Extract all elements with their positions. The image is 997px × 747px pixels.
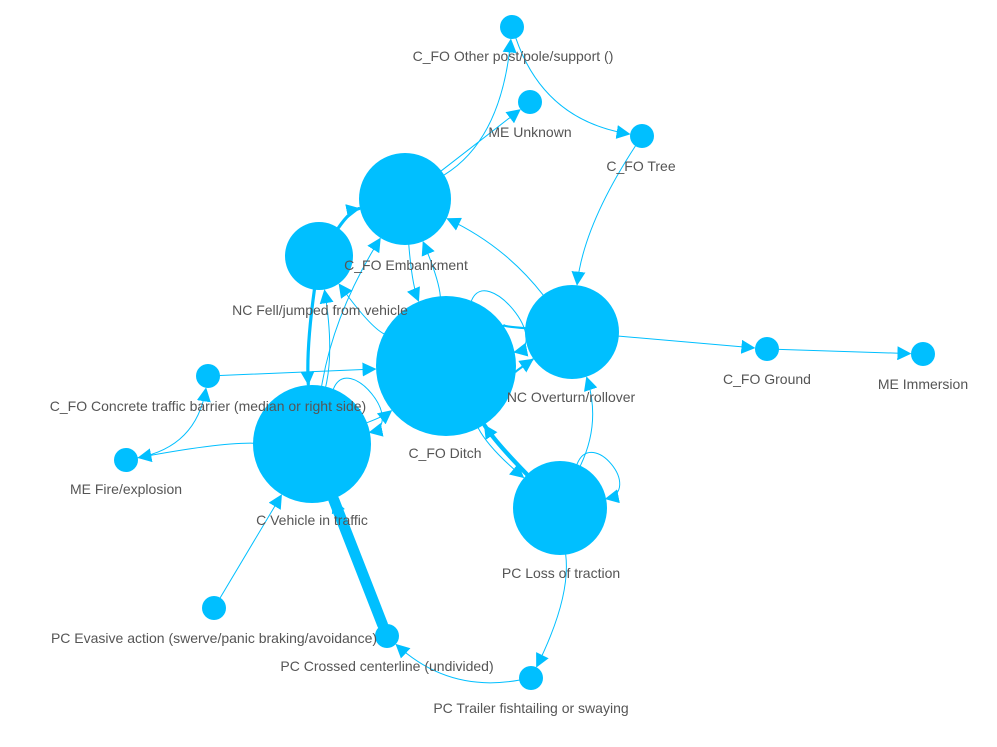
edge-overturn-to-embankment <box>446 217 544 296</box>
edge-fell-to-embankment <box>336 204 361 230</box>
edge-barrier-to-ditch <box>219 362 377 377</box>
node-label-fell: NC Fell/jumped from vehicle <box>232 302 408 318</box>
edges-layer <box>137 37 912 684</box>
node-tree[interactable] <box>630 124 654 148</box>
node-trailer[interactable] <box>519 666 543 690</box>
node-label-fire: ME Fire/explosion <box>70 481 182 497</box>
node-label-unknown: ME Unknown <box>488 124 571 140</box>
edge-fell-to-vehicle <box>300 288 316 386</box>
edge-ditch-to-overturn <box>514 358 534 373</box>
node-embankment[interactable] <box>359 153 451 245</box>
node-overturn[interactable] <box>525 285 619 379</box>
edge-embankment-to-pole <box>443 38 517 176</box>
node-barrier[interactable] <box>196 364 220 388</box>
edge-ground-to-immersion <box>778 346 912 361</box>
node-centerline[interactable] <box>375 624 399 648</box>
edge-fire-to-barrier <box>137 387 211 459</box>
edge-tree-to-overturn <box>571 145 636 286</box>
edge-evasive-to-vehicle <box>219 494 282 599</box>
edge-vehicle-to-embankment <box>321 237 381 387</box>
edge-vehicle-to-fire <box>137 442 254 463</box>
node-label-trailer: PC Trailer fishtailing or swaying <box>433 700 628 716</box>
node-label-ground: C_FO Ground <box>723 371 811 387</box>
node-label-tree: C_FO Tree <box>606 158 675 174</box>
node-label-centerline: PC Crossed centerline (undivided) <box>280 658 493 674</box>
node-unknown[interactable] <box>518 90 542 114</box>
edge-ditch-to-fell <box>338 283 385 335</box>
node-traction[interactable] <box>513 461 607 555</box>
node-vehicle[interactable] <box>253 385 371 503</box>
edge-centerline-to-vehicle <box>328 494 389 631</box>
node-label-overturn: NC Overturn/rollover <box>507 389 636 405</box>
node-label-immersion: ME Immersion <box>878 376 968 392</box>
edge-ditch-to-embankment <box>421 241 441 297</box>
edge-embankment-to-unknown <box>440 109 521 172</box>
edge-ditch-to-traction <box>477 427 525 479</box>
edge-overturn-to-ditch <box>489 324 527 339</box>
node-ditch[interactable] <box>376 296 516 436</box>
edge-trailer-to-centerline <box>395 643 520 684</box>
node-label-ditch: C_FO Ditch <box>408 445 481 461</box>
edge-ditch-to-ditch <box>470 290 529 357</box>
node-label-barrier: C_FO Concrete traffic barrier (median or… <box>50 398 366 414</box>
edge-vehicle-to-vehicle <box>332 377 384 437</box>
nodes-layer <box>114 15 935 690</box>
edge-embankment-to-ditch <box>407 244 420 302</box>
node-label-traction: PC Loss of traction <box>502 565 620 581</box>
edge-traction-to-overturn <box>579 376 598 467</box>
edge-traction-to-ditch <box>482 423 530 477</box>
edge-traction-to-traction <box>576 451 621 504</box>
node-label-embankment: C_FO Embankment <box>344 257 468 273</box>
node-label-vehicle: C Vehicle in traffic <box>256 512 368 528</box>
node-immersion[interactable] <box>911 342 935 366</box>
node-ground[interactable] <box>755 337 779 361</box>
node-evasive[interactable] <box>202 596 226 620</box>
node-label-pole: C_FO Other post/pole/support () <box>413 48 614 64</box>
edge-pole-to-tree <box>515 37 631 139</box>
edge-traction-to-trailer <box>536 554 567 668</box>
edge-overturn-to-ground <box>618 335 756 354</box>
node-fire[interactable] <box>114 448 138 472</box>
edge-vehicle-to-ditch <box>366 410 393 425</box>
edge-vehicle-to-fell <box>319 289 334 388</box>
node-label-evasive: PC Evasive action (swerve/panic braking/… <box>51 630 377 646</box>
node-pole[interactable] <box>500 15 524 39</box>
labels-layer: C_FO Embankment NC Fell/jumped from vehic… <box>50 48 968 716</box>
node-fell[interactable] <box>285 222 353 290</box>
